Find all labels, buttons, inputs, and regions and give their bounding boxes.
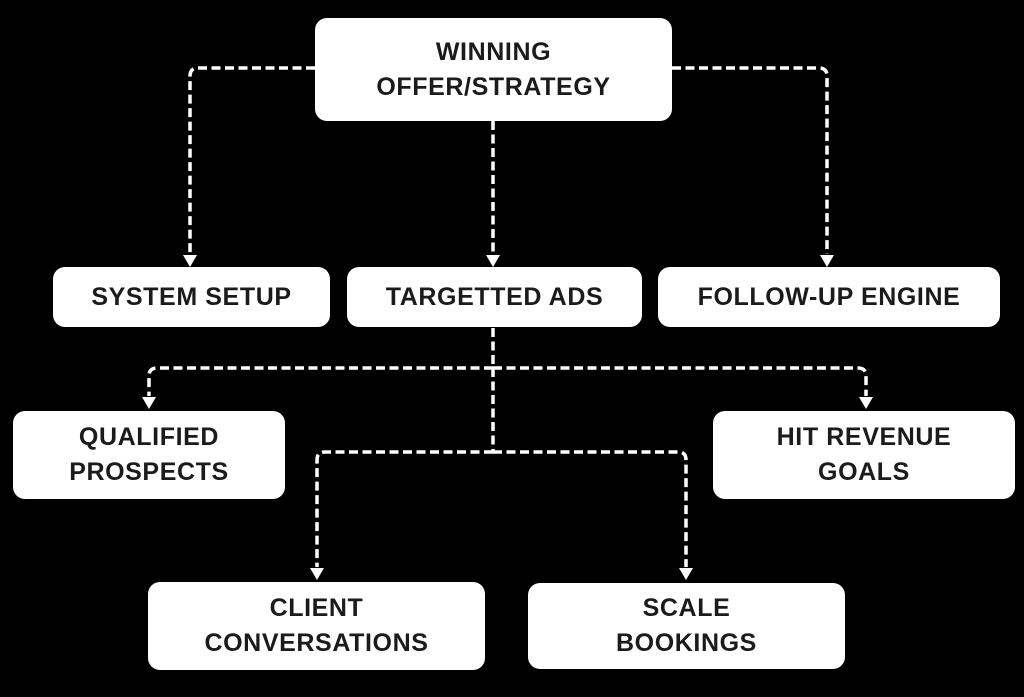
edge-to-client-conversations xyxy=(315,450,493,567)
node-label: FOLLOW-UP ENGINE xyxy=(697,282,961,311)
arrow-down-icon xyxy=(486,255,500,267)
node-label: WINNING OFFER/STRATEGY xyxy=(376,37,611,101)
edge-to-qualified-prospects xyxy=(147,366,493,396)
node-hit-revenue-goals: HIT REVENUE GOALS xyxy=(713,411,1015,499)
node-system-setup: SYSTEM SETUP xyxy=(53,267,330,327)
node-targetted-ads: TARGETTED ADS xyxy=(347,267,642,327)
node-client-conversations: CLIENT CONVERSATIONS xyxy=(148,582,485,670)
edge-winning-to-system-setup xyxy=(188,66,315,254)
node-label: SYSTEM SETUP xyxy=(91,282,292,311)
arrow-down-icon xyxy=(820,255,834,267)
arrow-down-icon xyxy=(859,397,873,409)
node-qualified-prospects: QUALIFIED PROSPECTS xyxy=(13,411,285,499)
node-scale-bookings: SCALE BOOKINGS xyxy=(528,583,845,669)
arrow-down-icon xyxy=(310,568,324,580)
node-label: QUALIFIED PROSPECTS xyxy=(69,423,229,486)
arrow-down-icon xyxy=(679,568,693,580)
arrow-down-icon xyxy=(183,255,197,267)
node-label: TARGETTED ADS xyxy=(385,282,604,311)
edge-to-scale-bookings xyxy=(493,450,688,567)
node-label: HIT REVENUE GOALS xyxy=(776,423,952,486)
node-winning-offer-strategy: WINNING OFFER/STRATEGY xyxy=(315,18,672,121)
node-label: SCALE BOOKINGS xyxy=(616,594,757,657)
edge-to-hit-revenue-goals xyxy=(493,366,868,396)
node-label: CLIENT CONVERSATIONS xyxy=(204,594,429,657)
arrow-down-icon xyxy=(142,397,156,409)
node-follow-up-engine: FOLLOW-UP ENGINE xyxy=(658,267,1000,327)
edge-winning-to-follow-up xyxy=(672,66,829,254)
